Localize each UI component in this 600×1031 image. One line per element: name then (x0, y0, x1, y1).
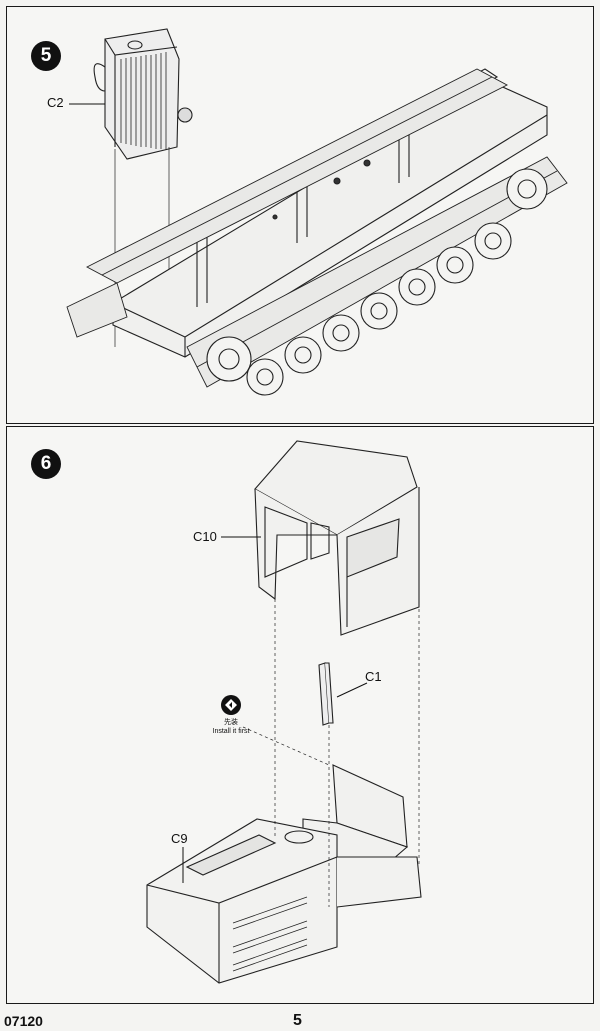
part-label-c9: C9 (171, 831, 188, 846)
road-wheels (206, 222, 512, 396)
step-5-illustration (66, 28, 568, 396)
leader-line-c2 (69, 103, 105, 105)
step-number-badge: 6 (31, 449, 61, 479)
track-lower (66, 156, 568, 388)
page-number: 5 (293, 1012, 302, 1029)
leader-lines-step-6 (182, 536, 368, 883)
install-note-zh: 先装 (224, 719, 238, 726)
hood-part-c9 (146, 818, 338, 984)
part-label-c1: C1 (365, 669, 382, 684)
step-5-panel: 5 (6, 6, 594, 424)
install-note-en: Install it first (212, 728, 250, 735)
step-6-illustration (146, 440, 422, 984)
part-label-c10: C10 (193, 529, 217, 544)
pillar-part-c1 (318, 662, 334, 726)
part-label-c2: C2 (47, 95, 64, 110)
kit-code: 07120 (4, 1013, 43, 1029)
radiator-part-c2 (93, 28, 193, 160)
step-number-badge: 5 (31, 41, 61, 71)
rear-sprocket (506, 168, 548, 210)
step-6-panel: 6 (6, 426, 594, 1004)
cab-part-c10 (254, 440, 420, 636)
install-first-icon (221, 695, 241, 715)
track-upper (86, 68, 508, 284)
